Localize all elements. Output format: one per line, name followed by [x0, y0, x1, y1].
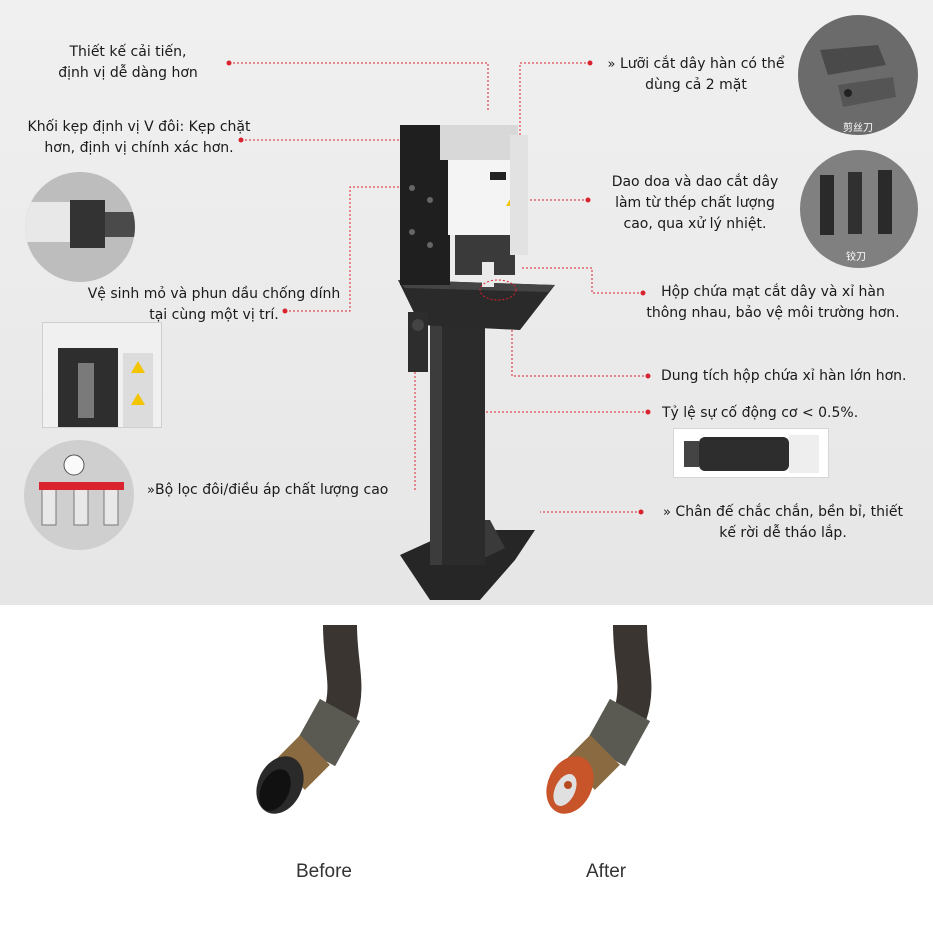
- motor-photo: [673, 428, 829, 478]
- before-label: Before: [296, 861, 352, 882]
- after-photo: [546, 625, 652, 814]
- label-design: Thiết kế cải tiến, định vị dễ dàng hơn: [58, 44, 198, 81]
- filter-photo-circle: [24, 440, 134, 550]
- label-filter: »Bộ lọc đôi/điều áp chất lượng cao: [147, 482, 389, 498]
- reamer-caption: 铰刀: [846, 252, 866, 263]
- label-capacity: Dung tích hộp chứa xỉ hàn lớn hơn.: [661, 368, 907, 384]
- nozzle-photo: [42, 322, 162, 428]
- machine-illustration: [226, 60, 651, 600]
- clamp-photo-circle: [25, 172, 135, 282]
- label-reamer: Dao doa và dao cắt dây làm từ thép chất …: [611, 174, 779, 232]
- wire-cutter-caption: 剪丝刀: [843, 123, 873, 134]
- label-clean: Vệ sinh mỏ và phun dầu chống dính tại cù…: [87, 286, 341, 323]
- label-blade: » Lưỡi cắt dây hàn có thể dùng cả 2 mặt: [607, 56, 785, 93]
- label-motor: Tỷ lệ sự cố động cơ < 0.5%.: [662, 405, 859, 421]
- before-photo: [256, 625, 362, 814]
- label-box: Hộp chứa mạt cắt dây và xỉ hàn thông nha…: [646, 284, 900, 321]
- label-clamp: Khối kẹp định vị V đôi: Kẹp chặt hơn, đị…: [27, 119, 251, 156]
- wire-cutter-photo-circle: 剪丝刀: [798, 15, 918, 135]
- label-base: » Chân đế chắc chắn, bền bỉ, thiết kế rờ…: [663, 504, 903, 541]
- reamer-photo-circle: 铰刀: [800, 150, 918, 268]
- after-label: After: [586, 861, 627, 882]
